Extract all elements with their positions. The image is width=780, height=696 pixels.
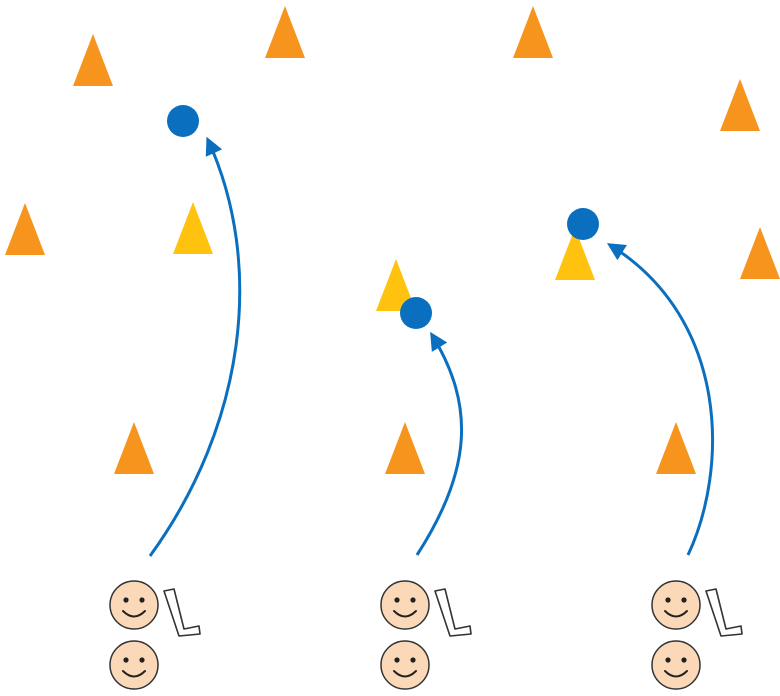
player-face-icon	[109, 580, 159, 630]
cones-layer	[5, 6, 780, 474]
cone-icon	[555, 228, 595, 280]
cone-icon	[513, 6, 553, 58]
balls-layer	[167, 105, 599, 329]
ball-icon	[400, 297, 432, 329]
hockey-stick-icon	[434, 588, 472, 637]
ball-icon	[167, 105, 199, 137]
cone-icon	[5, 203, 45, 255]
curved-arrow-path	[415, 331, 464, 556]
cone-icon	[385, 422, 425, 474]
curved-arrow-path	[606, 243, 714, 556]
cone-icon	[173, 202, 213, 254]
player-face-icon	[109, 640, 159, 690]
player-group-left	[109, 580, 201, 690]
cone-icon	[265, 6, 305, 58]
cone-icon	[114, 422, 154, 474]
paths-layer	[148, 136, 714, 557]
player-face-icon	[651, 580, 701, 630]
player-face-icon	[651, 640, 701, 690]
curved-arrow-path	[148, 136, 242, 557]
player-face-icon	[380, 580, 430, 630]
target-cones-layer	[173, 202, 595, 311]
hockey-stick-icon	[705, 588, 743, 637]
cone-icon	[73, 34, 113, 86]
cone-icon	[656, 422, 696, 474]
hockey-stick-icon	[163, 588, 201, 637]
player-group-right	[651, 580, 743, 690]
cone-icon	[376, 259, 416, 311]
cone-icon	[740, 227, 780, 279]
player-face-icon	[380, 640, 430, 690]
cone-icon	[720, 79, 760, 131]
ball-icon	[567, 208, 599, 240]
player-group-middle	[380, 580, 472, 690]
